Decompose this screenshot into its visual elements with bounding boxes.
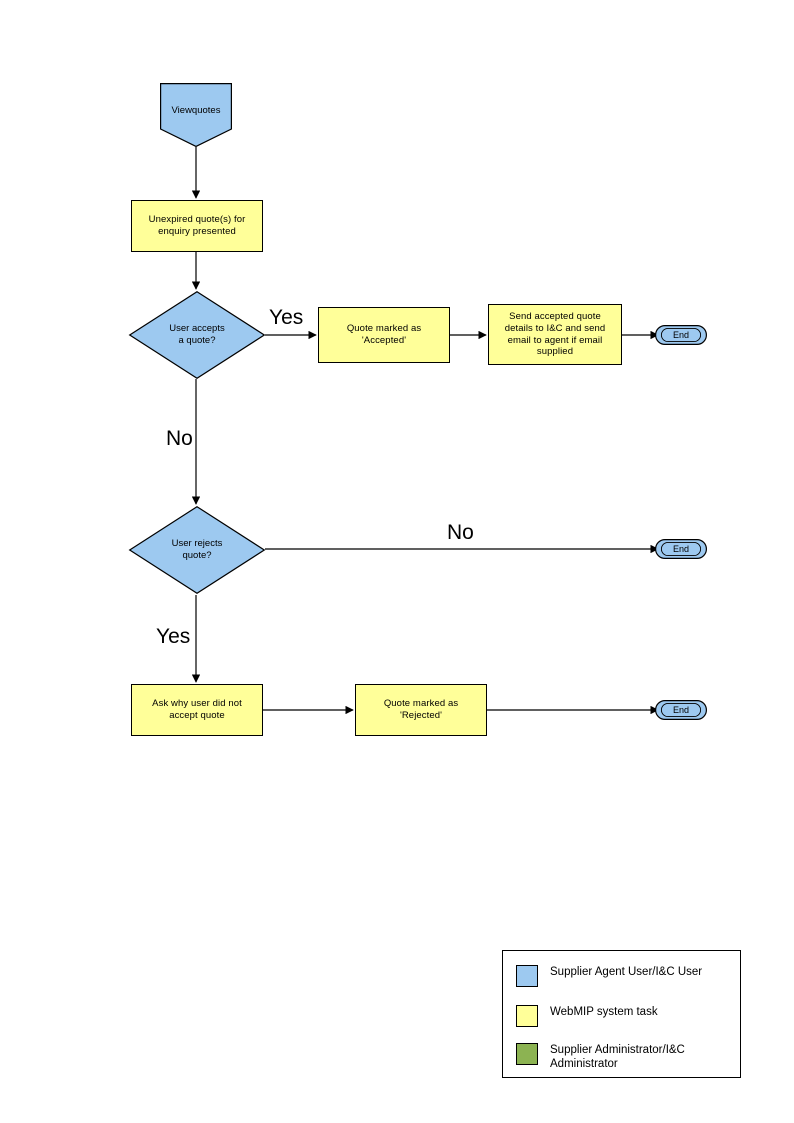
legend-row-supplier-agent: Supplier Agent User/I&C User: [516, 965, 702, 987]
legend-label-supplier-admin: Supplier Administrator/I&C Administrator: [550, 1044, 685, 1071]
terminator-outer-shape: [655, 539, 707, 559]
terminator-inner-shape: [660, 702, 702, 718]
node-end-reject[interactable]: End: [655, 700, 707, 720]
node-end-reject-label: End: [672, 705, 689, 715]
legend-label-webmip-task: WebMIP system task: [550, 1006, 658, 1018]
edge-label-rejects-no: No: [447, 521, 474, 544]
terminator-outer-shape: [655, 325, 707, 345]
terminator-inner-shape: [660, 327, 702, 343]
legend-swatch-green: [516, 1043, 538, 1065]
legend-label-supplier-agent: Supplier Agent User/I&C User: [550, 966, 703, 978]
terminator-outer-shape: [655, 700, 707, 720]
node-start-label: Viewquotes: [171, 105, 221, 116]
node-unexpired-quotes[interactable]: Unexpired quote(s) for enquiry presented: [131, 200, 263, 252]
edge-label-accepts-no: No: [166, 427, 193, 450]
node-decision-user-accepts-label: User accepts a quote?: [169, 323, 225, 346]
edge-label-accepts-yes: Yes: [269, 306, 304, 329]
legend-row-supplier-admin: Supplier Administrator/I&C Administrator: [516, 1043, 685, 1072]
node-decision-user-rejects[interactable]: User rejects quote?: [128, 505, 266, 595]
start-pentagon-shape: [160, 83, 233, 148]
decision-diamond-shape: [128, 290, 266, 380]
decision-diamond-shape: [128, 505, 266, 595]
node-quote-marked-accepted[interactable]: Quote marked as 'Accepted': [318, 307, 450, 363]
node-end-accept-label: End: [672, 330, 689, 340]
edge-label-rejects-yes: Yes: [156, 625, 191, 648]
node-decision-user-rejects-label: User rejects quote?: [171, 538, 223, 561]
node-decision-user-accepts[interactable]: User accepts a quote?: [128, 290, 266, 380]
legend-panel: Supplier Agent User/I&C User WebMIP syst…: [502, 950, 741, 1078]
legend-swatch-blue: [516, 965, 538, 987]
legend-row-webmip-task: WebMIP system task: [516, 1005, 658, 1027]
node-ask-why-not-accept[interactable]: Ask why user did not accept quote: [131, 684, 263, 736]
node-quote-marked-rejected[interactable]: Quote marked as 'Rejected': [355, 684, 487, 736]
node-end-accept[interactable]: End: [655, 325, 707, 345]
terminator-inner-shape: [660, 541, 702, 557]
legend-swatch-yellow: [516, 1005, 538, 1027]
node-end-no-reject[interactable]: End: [655, 539, 707, 559]
node-start-viewquotes[interactable]: Viewquotes: [160, 83, 233, 148]
node-end-no-reject-label: End: [672, 544, 689, 554]
node-send-accepted-details[interactable]: Send accepted quote details to I&C and s…: [488, 304, 622, 365]
